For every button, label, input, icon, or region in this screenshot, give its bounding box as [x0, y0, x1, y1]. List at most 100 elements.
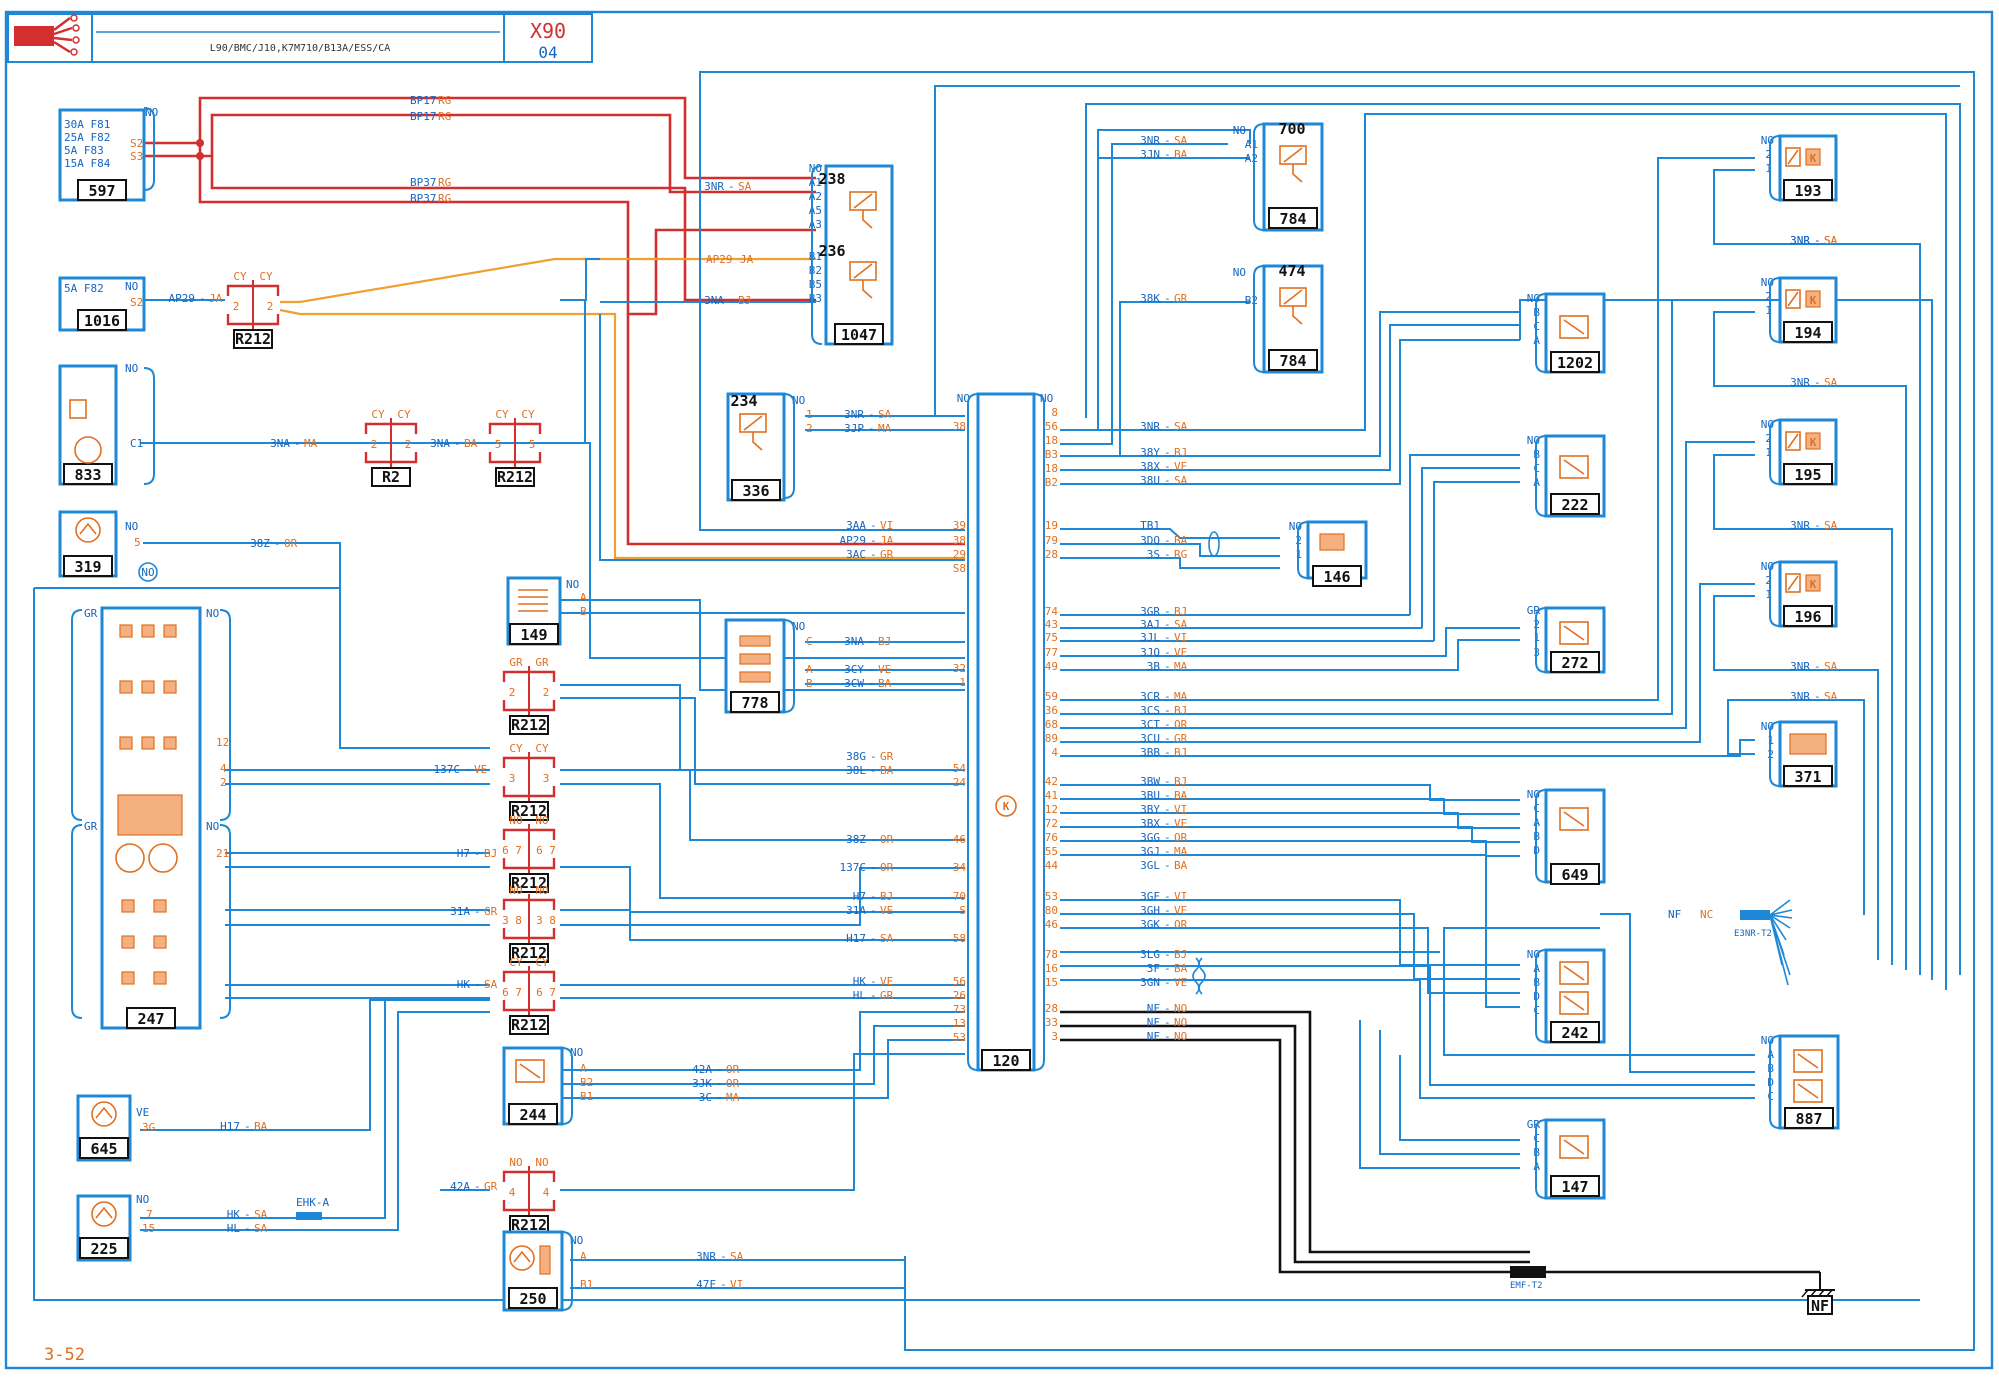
blue-wires — [33, 71, 1975, 1351]
connector-cavity-right: CY — [259, 270, 273, 283]
wire-code: 3GJ — [1140, 845, 1160, 858]
component-number-box — [1550, 1175, 1600, 1197]
connector-cavity-right: CY — [397, 408, 411, 421]
wire-separator: - — [1814, 234, 1821, 247]
sensor-icon — [1559, 991, 1589, 1015]
pin-label: C — [806, 635, 813, 648]
wire-separator: - — [870, 764, 877, 777]
wire-label: 3JN-BA — [1140, 148, 1187, 161]
injector-icon — [1805, 148, 1821, 166]
wire-code: 3GN — [1140, 976, 1160, 989]
wire-separator: - — [1814, 234, 1821, 247]
coil-icon — [1787, 291, 1799, 307]
pin-label: 4 — [220, 762, 227, 775]
pin-label: NO — [1233, 124, 1246, 137]
wire-separator: - — [1164, 746, 1171, 759]
wire-label: 38G-GR — [846, 750, 893, 763]
potentiometer-icon — [1559, 455, 1589, 479]
wire-code: TB1 — [1140, 519, 1160, 532]
ecu-pin-right: 43 — [1045, 618, 1058, 631]
connector-cavity-right: CY — [535, 956, 549, 969]
warning-lamp-icon — [153, 899, 167, 913]
relay-contact-icon — [1292, 306, 1303, 325]
wire-code: 3NR — [1790, 519, 1810, 532]
pin-bracket — [143, 367, 155, 485]
relay-contact-icon — [1292, 164, 1303, 183]
wire-color: MA — [1174, 845, 1188, 858]
wire-label: H17-BA — [220, 1120, 267, 1133]
component-number-box — [1783, 463, 1833, 485]
wire-label: 3NR-SA — [1790, 234, 1837, 247]
wire-label: 3JK-OR — [692, 1077, 739, 1090]
ecu-pin-right: 28 — [1045, 548, 1058, 561]
wire-separator: - — [294, 437, 301, 450]
wire-separator: - — [1164, 460, 1171, 473]
warning-lamp-icon — [121, 899, 135, 913]
ecu-pin-left: 34 — [953, 861, 967, 874]
connector-cavity-right: NO — [535, 1156, 548, 1169]
sensor-icon — [75, 517, 101, 543]
warning-lamp-icon — [163, 624, 177, 638]
fuse-rating: 5A F82 — [64, 282, 104, 295]
wire-label: 3CR-MA — [1140, 690, 1187, 703]
pin-label: 2 — [1765, 148, 1772, 161]
ground-splice-label: EMF-T2 — [1510, 1281, 1543, 1291]
wire-color: RG — [438, 176, 451, 189]
pin-label: A1 — [809, 176, 822, 189]
ecu-pin-right: 44 — [1045, 859, 1059, 872]
injector-icon — [1805, 574, 1821, 592]
ecu-120[interactable]: 120KNO38393829S83215424463470S5856267313… — [953, 392, 1059, 1072]
pin-bracket — [219, 824, 231, 1019]
wire-separator: - — [1814, 519, 1821, 532]
pin-bracket — [1535, 293, 1547, 373]
wire-label: 31A-VE — [846, 904, 893, 917]
component-number-box — [1312, 565, 1362, 587]
wire-code: 3B — [1147, 660, 1161, 673]
wire-separator: - — [1164, 845, 1171, 858]
wire-separator: - — [870, 890, 877, 903]
wire-color: NO — [1174, 1002, 1187, 1015]
ecu-pin-right: 56 — [1045, 420, 1058, 433]
wire-label: 42A-OR — [692, 1063, 739, 1076]
connector-pin-left: 3 8 — [502, 914, 522, 927]
wire-color: VE — [1174, 976, 1187, 989]
